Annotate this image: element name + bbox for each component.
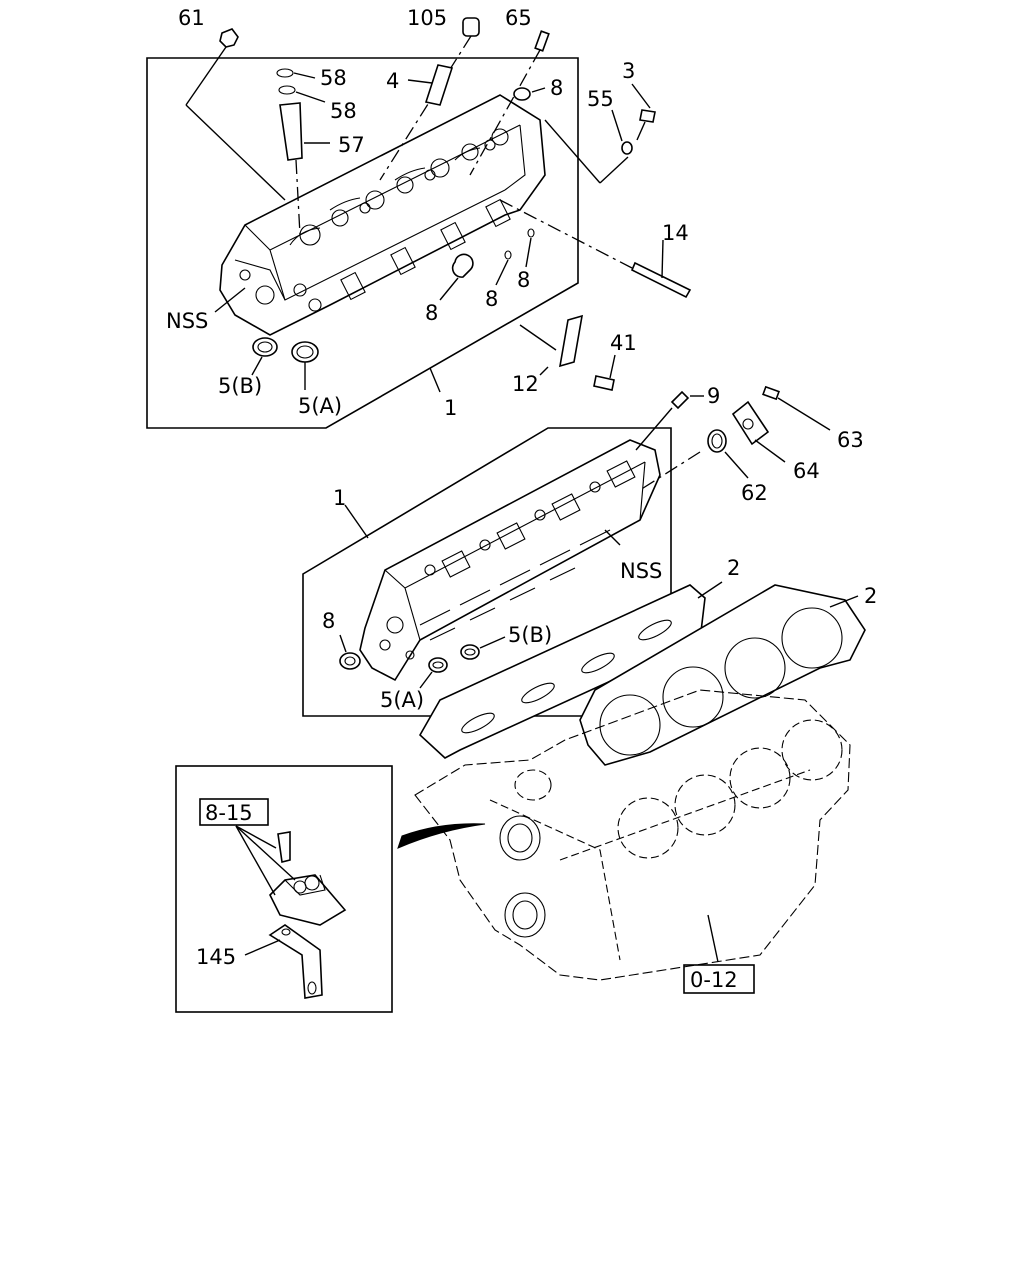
nss-leader-upper <box>214 287 246 313</box>
part-14-stud <box>499 199 692 299</box>
callout-2-right-gasket: 2 <box>864 584 877 608</box>
callout-41: 41 <box>610 331 637 355</box>
callout-105: 105 <box>407 6 447 30</box>
callout-9: 9 <box>707 384 720 408</box>
part-63-bolt <box>762 385 831 431</box>
callout-65: 65 <box>505 6 532 30</box>
part-5-seals-lower-group <box>419 636 506 689</box>
part-41-bolt <box>593 354 616 391</box>
part-57-sleeve <box>279 102 330 236</box>
callout-8-middle: 8 <box>485 287 498 311</box>
part-64-cover <box>731 400 786 463</box>
part-9-bolt <box>635 390 704 451</box>
callout-8-lower: 8 <box>322 609 335 633</box>
part-58-oring <box>276 68 326 103</box>
callout-55: 55 <box>587 87 614 111</box>
part-62-gasket <box>639 429 749 491</box>
callout-3: 3 <box>622 59 635 83</box>
callout-8-right: 8 <box>517 268 530 292</box>
part-3-bolt <box>631 83 656 141</box>
callout-64: 64 <box>793 459 820 483</box>
callout-5b-lower: 5(B) <box>508 623 552 647</box>
callout-14: 14 <box>662 221 689 245</box>
head-gasket-left <box>418 581 723 759</box>
part-65-stud <box>469 30 550 176</box>
callout-nss-lower: NSS <box>620 559 662 583</box>
lower-cylinder-head <box>359 439 661 682</box>
callout-2-left-gasket: 2 <box>727 556 740 580</box>
reference-arrow <box>397 823 486 849</box>
callout-12: 12 <box>512 372 539 396</box>
upper-assembly-frame <box>146 57 579 429</box>
part-105-cap <box>379 17 480 181</box>
part-55-washer <box>544 109 633 184</box>
lower-assembly-frame <box>302 427 672 717</box>
callout-5a-upper: 5(A) <box>298 394 342 418</box>
callout-57: 57 <box>338 133 365 157</box>
label-1-leader-upper <box>429 367 441 393</box>
callout-61: 61 <box>178 6 205 30</box>
part-8-seal-top <box>513 87 546 101</box>
head-gasket-right <box>579 584 866 766</box>
callout-145: 145 <box>196 945 236 969</box>
part-8-seals-lower <box>439 228 535 301</box>
ref-8-15-box <box>199 798 269 826</box>
part-4-pin <box>407 64 454 106</box>
part-12-cover <box>519 314 584 376</box>
callout-58-bottom: 58 <box>330 99 357 123</box>
label-1-leader-lower <box>344 504 369 539</box>
engine-block <box>414 689 851 981</box>
callout-1-lower: 1 <box>333 486 346 510</box>
detail-inset-frame <box>175 765 393 1013</box>
ref-8-15-label: 8-15 <box>205 801 253 825</box>
detail-bracket <box>235 825 347 999</box>
callout-5a-lower: 5(A) <box>380 688 424 712</box>
part-8-seal-lower-group <box>339 634 361 670</box>
callout-58-top: 58 <box>320 66 347 90</box>
callout-62: 62 <box>741 481 768 505</box>
callout-8-top: 8 <box>550 76 563 100</box>
callout-8-left: 8 <box>425 301 438 325</box>
part-5-seals-upper <box>251 337 319 390</box>
callout-63: 63 <box>837 428 864 452</box>
callout-4: 4 <box>386 69 399 93</box>
callout-5b-upper: 5(B) <box>218 374 262 398</box>
part-61-plug <box>185 28 286 201</box>
callout-1-upper: 1 <box>444 396 457 420</box>
ref-0-12-box <box>683 964 755 994</box>
callout-nss-upper: NSS <box>166 309 208 333</box>
ref-0-12-label: 0-12 <box>690 968 738 992</box>
